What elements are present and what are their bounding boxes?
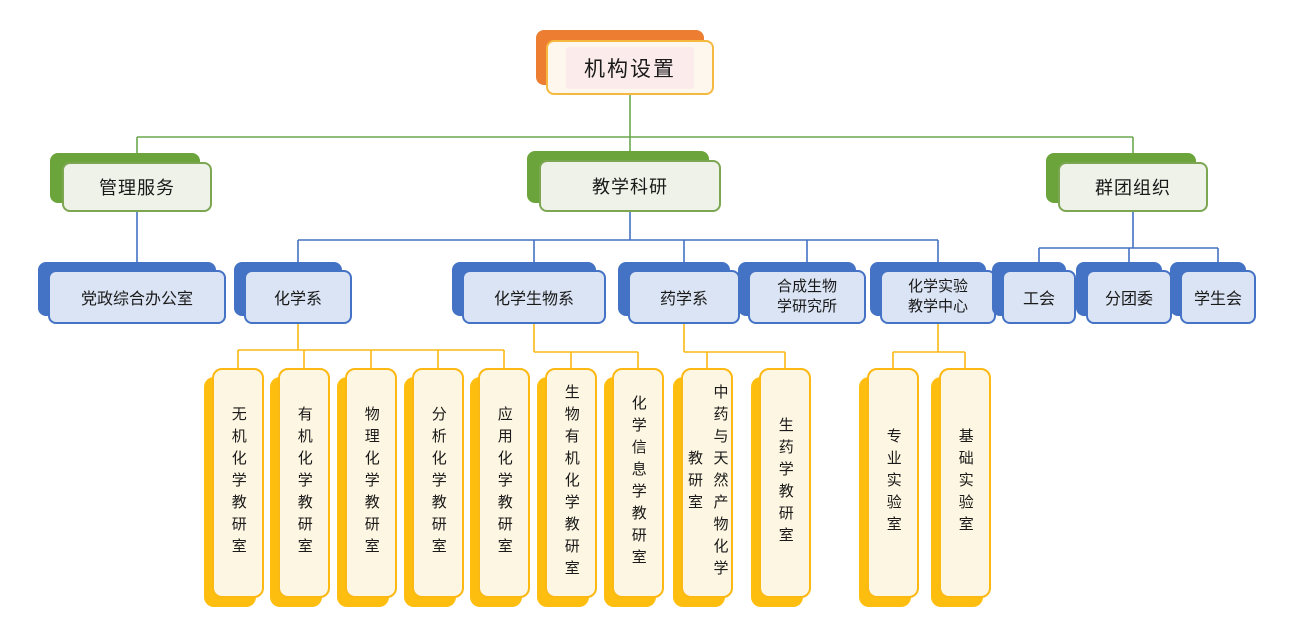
node-label: 应用化学教研室 <box>495 406 513 560</box>
node-label: 党政综合办公室 <box>80 291 193 308</box>
node-party-government-office: 党政综合办公室 <box>48 270 226 324</box>
node-management-services: 管理服务 <box>62 162 212 212</box>
node-label: 药学系 <box>659 291 708 308</box>
node-student-union: 学生会 <box>1180 270 1256 324</box>
node-label: 专业实验室 <box>884 428 902 538</box>
node-chemistry-dept: 化学系 <box>244 270 352 324</box>
node-youth-league-committee: 分团委 <box>1086 270 1172 324</box>
node-label: 工会 <box>1022 291 1055 308</box>
node-pharmacy-dept: 药学系 <box>628 270 740 324</box>
node-synthetic-biology-institute: 合成生物学研究所 <box>748 270 866 324</box>
node-label: 机构设置 <box>566 46 694 89</box>
node-applied-chemistry-office: 应用化学教研室 <box>478 368 530 598</box>
node-teaching-research: 教学科研 <box>539 160 721 212</box>
node-label: 基础实验室 <box>956 428 974 538</box>
node-organic-chemistry-office: 有机化学教研室 <box>278 368 330 598</box>
node-label: 中药与天然产物化学教研室 <box>686 384 729 582</box>
node-label: 分团委 <box>1104 291 1153 308</box>
node-label: 化学生物系 <box>493 291 574 308</box>
level3-connectors <box>237 324 966 368</box>
level1-connectors <box>136 95 1134 162</box>
node-label: 物理化学教研室 <box>362 406 380 560</box>
node-org-structure-root: 机构设置 <box>546 40 714 95</box>
node-chemical-biology-dept: 化学生物系 <box>462 270 606 324</box>
node-label: 化学系 <box>273 291 322 308</box>
node-labor-union: 工会 <box>1002 270 1076 324</box>
node-chemistry-experiment-teaching-center: 化学实验教学中心 <box>880 270 996 324</box>
node-label: 生物有机化学教研室 <box>562 384 580 582</box>
node-label: 教学科研 <box>592 177 668 197</box>
node-physical-chemistry-office: 物理化学教研室 <box>345 368 397 598</box>
node-label: 分析化学教研室 <box>429 406 447 560</box>
node-analytical-chemistry-office: 分析化学教研室 <box>412 368 464 598</box>
node-inorganic-chemistry-office: 无机化学教研室 <box>212 368 264 598</box>
node-label: 群团组织 <box>1095 178 1171 198</box>
node-basic-lab: 基础实验室 <box>939 368 991 598</box>
node-label: 化学信息学教研室 <box>629 395 647 571</box>
level2-connectors <box>136 212 1219 270</box>
node-tcm-natural-products-office: 中药与天然产物化学教研室 <box>681 368 733 598</box>
node-label: 管理服务 <box>99 178 175 198</box>
node-label: 学生会 <box>1193 291 1242 308</box>
node-label: 生药学教研室 <box>776 417 794 549</box>
node-label: 无机化学教研室 <box>229 406 247 560</box>
node-chemical-informatics-office: 化学信息学教研室 <box>612 368 664 598</box>
node-label: 有机化学教研室 <box>295 406 313 560</box>
node-label: 化学实验教学中心 <box>907 277 968 315</box>
node-pharmacognosy-office: 生药学教研室 <box>759 368 811 598</box>
node-label: 合成生物学研究所 <box>776 277 837 315</box>
node-bioorganic-chemistry-office: 生物有机化学教研室 <box>545 368 597 598</box>
node-mass-organizations: 群团组织 <box>1058 162 1208 212</box>
node-professional-lab: 专业实验室 <box>867 368 919 598</box>
